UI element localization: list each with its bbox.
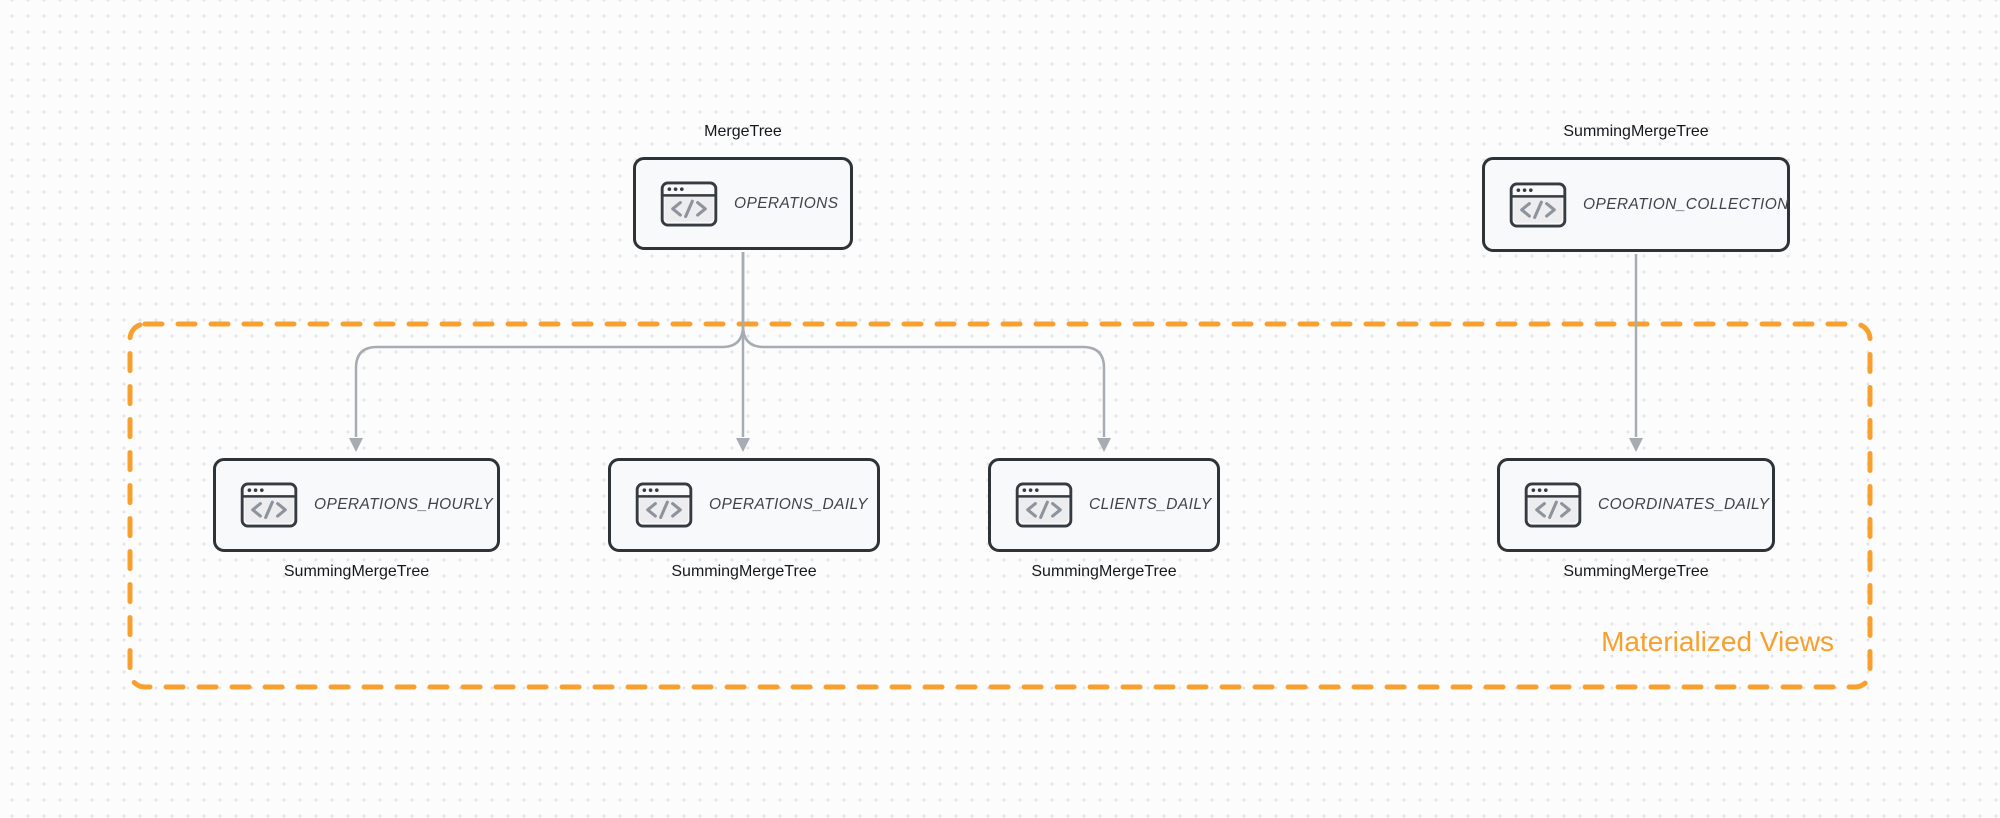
node-label-operations: OPERATIONS [734, 194, 839, 212]
engine-label-clients-daily: SummingMergeTree [1031, 563, 1177, 580]
node-label-operation-collection: OPERATION_COLLECTION [1583, 195, 1789, 213]
node-label-coordinates-daily: COORDINATES_DAILY [1598, 496, 1770, 513]
engine-label-operations-daily: SummingMergeTree [671, 563, 817, 580]
node-label-operations-hourly: OPERATIONS_HOURLY [314, 496, 494, 513]
node-operations-hourly[interactable]: OPERATIONS_HOURLY [213, 458, 500, 552]
code-window-icon [660, 180, 718, 227]
arrowhead-coordinates-daily [1629, 438, 1643, 452]
node-clients-daily[interactable]: CLIENTS_DAILY [988, 458, 1220, 552]
code-window-icon [1509, 181, 1567, 228]
engine-label-coordinates-daily: SummingMergeTree [1563, 563, 1709, 580]
node-operation-collection[interactable]: OPERATION_COLLECTION [1482, 157, 1790, 252]
arrowhead-clients-daily [1097, 438, 1111, 452]
engine-label-operations-hourly: SummingMergeTree [283, 563, 430, 580]
code-window-icon [240, 482, 298, 528]
node-operations-daily[interactable]: OPERATIONS_DAILY [608, 458, 880, 552]
materialized-views-label: Materialized Views [1601, 626, 1834, 657]
code-window-icon [1015, 482, 1073, 528]
code-window-icon [1524, 482, 1582, 528]
engine-label-operations: MergeTree [704, 123, 782, 140]
code-window-icon [635, 482, 693, 528]
arrowhead-operations-hourly [349, 438, 363, 452]
engine-label-operation-collection: SummingMergeTree [1563, 123, 1709, 140]
node-label-clients-daily: CLIENTS_DAILY [1089, 496, 1212, 513]
node-coordinates-daily[interactable]: COORDINATES_DAILY [1497, 458, 1775, 552]
edge-operations-to-operations-hourly [354, 252, 745, 437]
arrowhead-operations-daily [736, 438, 750, 452]
node-operations[interactable]: OPERATIONS [633, 157, 853, 250]
edge-operations-to-clients-daily [741, 252, 1106, 437]
node-label-operations-daily: OPERATIONS_DAILY [709, 496, 868, 513]
